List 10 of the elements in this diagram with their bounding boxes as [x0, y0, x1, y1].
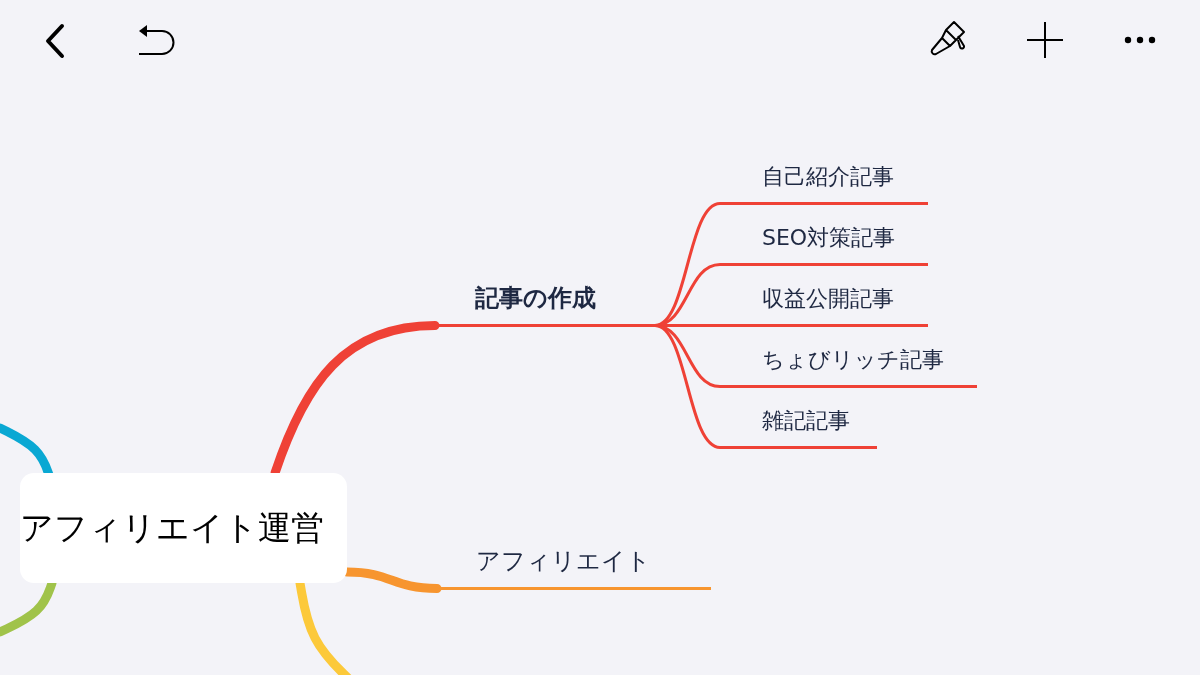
topic-label: 記事の作成 [475, 283, 596, 314]
topic-label: アフィリエイト運営 [20, 506, 324, 549]
central-topic-card [20, 473, 347, 583]
topic-label: ちょびリッチ記事 [762, 346, 944, 374]
topic-label: 自己紹介記事 [762, 163, 894, 191]
branch-line [653, 324, 722, 449]
topic-label: 雑記記事 [762, 407, 850, 435]
topic-label: SEO対策記事 [762, 224, 896, 252]
topic-label: アフィリエイト [476, 546, 651, 577]
topic-label: 収益公開記事 [762, 285, 894, 313]
